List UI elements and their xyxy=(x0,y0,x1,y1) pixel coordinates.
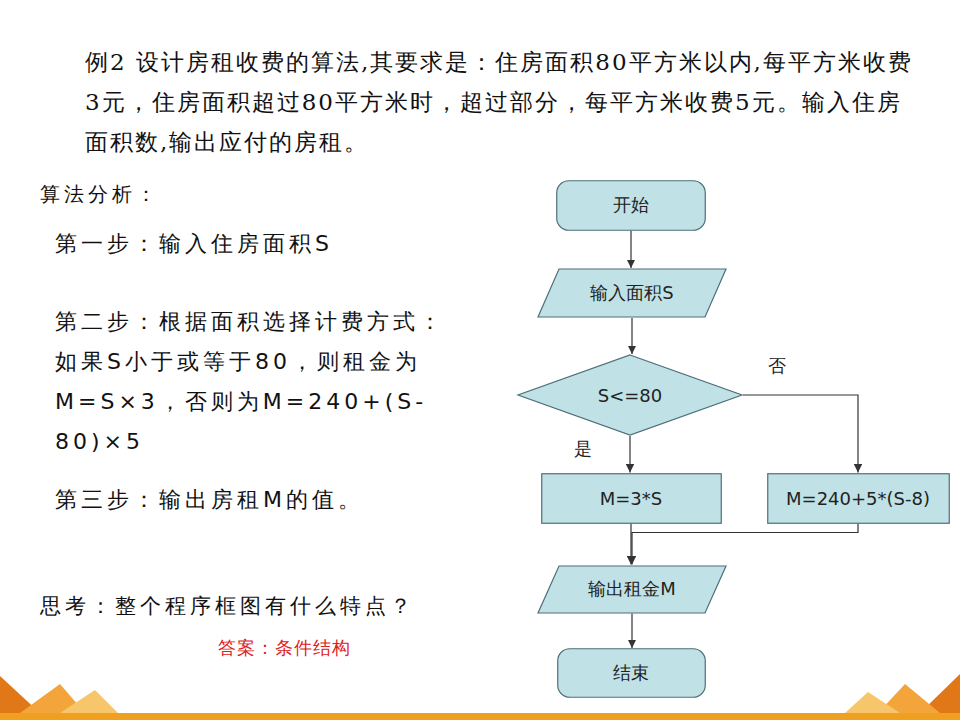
corner-triangle xyxy=(845,692,900,713)
text-stack: 输入面积S xyxy=(590,281,673,305)
node-text: 结束 xyxy=(613,661,649,685)
node-text: M=240+5*(S-8) xyxy=(786,488,930,509)
text-stack: 结束 xyxy=(613,661,649,685)
decision-diamond: S<=80 xyxy=(517,354,743,436)
branch-label: 否 xyxy=(766,354,788,378)
slide-title: 例2 设计房租收费的算法,其要求是：住房面积80平方米以内,每平方米收费3元，住… xyxy=(85,42,925,162)
input-box: 输入面积S xyxy=(537,268,727,318)
corner-triangle xyxy=(60,690,118,713)
text-stack: S<=80 xyxy=(598,385,663,406)
flow-arrow xyxy=(632,524,858,565)
end-terminal: 结束 xyxy=(557,648,706,698)
start-terminal: 开始 xyxy=(556,180,706,231)
section-heading: 算法分析： xyxy=(40,178,340,210)
text-stack: M=240+5*(S-8) xyxy=(786,488,930,509)
output-box: 输出租金M xyxy=(537,565,727,614)
node-text: 输出租金M xyxy=(588,577,676,601)
parallelogram-shape xyxy=(538,566,726,613)
rect-shape xyxy=(767,473,949,523)
question-text: 思考：整个程序框图有什么特点？ xyxy=(40,590,520,622)
node-text: S<=80 xyxy=(598,385,663,406)
answer-text: 答案：条件结构 xyxy=(218,632,438,664)
flow-arrow xyxy=(743,395,858,473)
process-box: M=3*S xyxy=(541,473,722,524)
process-box: M=240+5*(S-8) xyxy=(767,473,950,524)
bottom-bar xyxy=(0,713,960,720)
node-text: M=3*S xyxy=(600,488,663,509)
step-text: 第二步：根据面积选择计费方式：如果S小于或等于80，则租金为M=S×3，否则为M… xyxy=(55,302,465,462)
text-stack: M=3*S xyxy=(600,488,663,509)
flow-arrow xyxy=(631,318,632,354)
flow-arrow xyxy=(630,231,631,269)
parallelogram-shape xyxy=(538,269,726,317)
text-stack: 开始 xyxy=(613,193,649,217)
rounded-box xyxy=(557,649,705,698)
step-text: 第三步：输出房租M的值。 xyxy=(55,484,475,516)
rect-shape xyxy=(541,473,721,523)
flow-arrow xyxy=(631,614,632,649)
flow-arrow xyxy=(629,436,630,473)
node-text: 输入面积S xyxy=(590,281,673,305)
branch-label: 是 xyxy=(572,437,594,461)
text-stack: 输出租金M xyxy=(588,577,676,601)
rounded-box xyxy=(557,180,706,230)
node-text: 开始 xyxy=(613,193,649,217)
diamond-shape xyxy=(518,355,742,435)
step-text: 第一步：输入住房面积S xyxy=(55,228,475,260)
